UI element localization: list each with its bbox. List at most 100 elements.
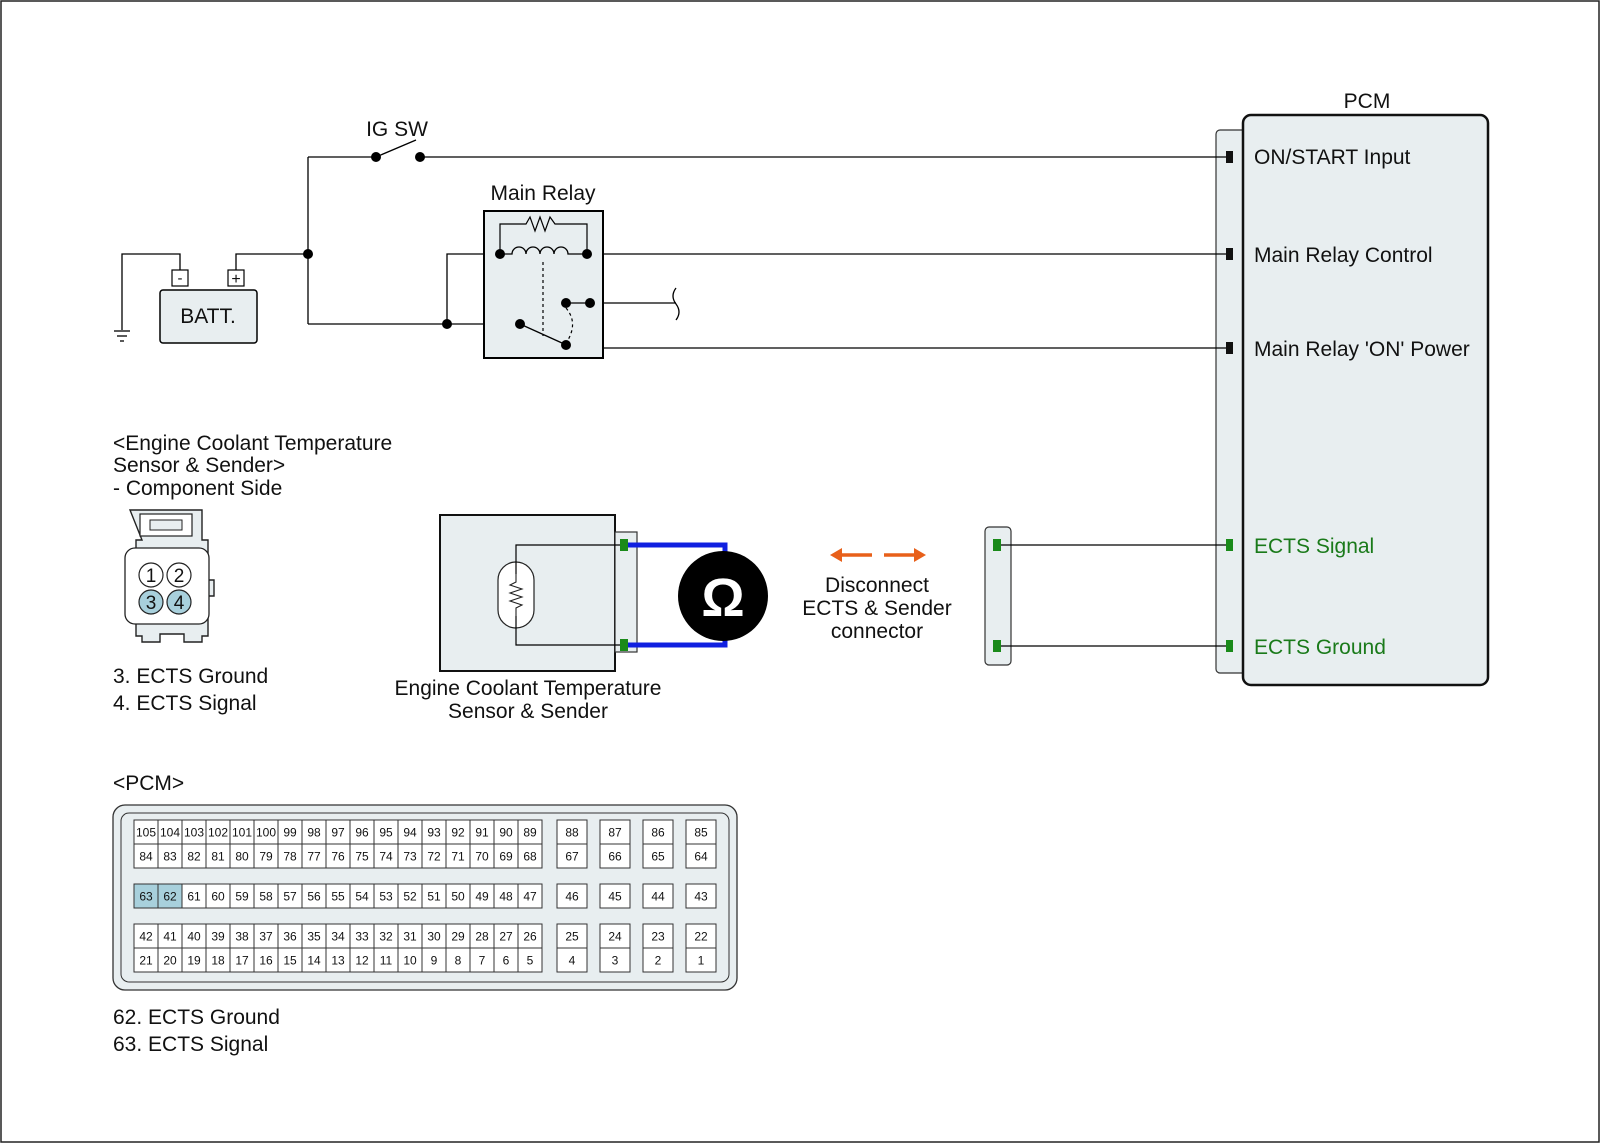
pcm-pin-label: 17	[235, 954, 249, 968]
pcm-pin-cell	[642, 843, 674, 869]
battery-negative-label: -	[178, 270, 183, 287]
pcm-pin-label: 87	[608, 826, 622, 840]
pcm-connector-title: <PCM>	[113, 772, 184, 795]
ects-connector-title-3: - Component Side	[113, 477, 282, 500]
pcm-pin-cell	[301, 819, 327, 845]
pcm-pin-label: 25	[565, 930, 579, 944]
pcm-pin-cell	[685, 883, 717, 909]
pcm-pin-label: 105	[136, 826, 156, 840]
pcm-pin-label: 91	[475, 826, 489, 840]
sensor-connector	[614, 531, 638, 653]
pcm-pin-cell	[493, 843, 519, 869]
pcm-box	[1241, 113, 1490, 687]
pcm-pin-cell	[157, 883, 183, 909]
ects-pin-4	[166, 589, 192, 615]
pcm-pin-cell	[253, 843, 279, 869]
pcm-pin-cell	[469, 843, 495, 869]
pcm-pin-label: 99	[283, 826, 297, 840]
sensor-pin-ground	[620, 639, 628, 651]
pcm-pin-label: 90	[499, 826, 513, 840]
pcm-pin-label: 77	[307, 850, 321, 864]
pcm-pin-label: 8	[455, 954, 462, 968]
pcm-pin-cell	[373, 819, 399, 845]
pcm-pin-label: 44	[651, 890, 665, 904]
pcm-pin-cell	[325, 947, 351, 973]
pcm-pin-label: 41	[163, 930, 177, 944]
ects-pin-label: 1	[146, 566, 157, 587]
ig-switch: IG SW	[366, 118, 428, 162]
wire-break-icon	[672, 287, 680, 321]
pcm-pin-cell	[349, 883, 375, 909]
pcm-pin-cell	[421, 923, 447, 949]
pcm-pin-label: 36	[283, 930, 297, 944]
relay-resistor	[499, 215, 588, 254]
pcm-pin-label: 65	[651, 850, 665, 864]
pcm-pin-cell	[556, 947, 588, 973]
pcm-pin-cell	[685, 843, 717, 869]
pcm-pin-label: 82	[187, 850, 201, 864]
pcm-pin-cell	[685, 947, 717, 973]
pcm-pin-label: 93	[427, 826, 441, 840]
pcm-pin-label: 16	[259, 954, 273, 968]
pcm-pin-cell	[205, 843, 231, 869]
pcm-pin-label: 5	[527, 954, 534, 968]
sensor-pin-signal	[620, 539, 628, 551]
pcm-pin-label: 68	[523, 850, 537, 864]
pcm-pin-label: 9	[431, 954, 438, 968]
pcm-pin-label: 28	[475, 930, 489, 944]
pcm-pin-label: 42	[139, 930, 153, 944]
main-relay: Main Relay	[483, 182, 604, 359]
pcm-pin-label: 26	[523, 930, 537, 944]
pcm-pin-label: 37	[259, 930, 273, 944]
ig-switch-label: IG SW	[366, 118, 428, 141]
arrow-left-icon	[830, 548, 842, 562]
pcm-pin-label: 103	[184, 826, 204, 840]
ects-legend-item: 4. ECTS Signal	[113, 692, 257, 715]
pcm-pin-label: 15	[283, 954, 297, 968]
pcm-pin-label: 6	[503, 954, 510, 968]
pcm-pin-label: 60	[211, 890, 225, 904]
battery-positive-wire	[235, 253, 308, 270]
pcm-label-ects-ground: ECTS Ground	[1254, 636, 1386, 659]
pcm-pin-cell	[556, 883, 588, 909]
junction-dot	[303, 249, 313, 259]
pcm-pin-label: 20	[163, 954, 177, 968]
pcm-connector-strip	[1215, 129, 1247, 674]
pcm-pin-cell	[517, 947, 543, 973]
pcm-pin-label: 67	[565, 850, 579, 864]
pcm-pin-cell	[181, 843, 207, 869]
pcm-pin-label: 24	[608, 930, 622, 944]
pcm-pin-cell	[445, 947, 471, 973]
pcm-pin-cell	[229, 947, 255, 973]
pcm-pin-cell	[642, 947, 674, 973]
ects-pin-label: 2	[174, 566, 185, 587]
pcm-pin-label: 84	[139, 850, 153, 864]
pcm-pin-cell	[421, 819, 447, 845]
pcm-pin-on-start	[1226, 151, 1233, 163]
pcm-pin-label: 55	[331, 890, 345, 904]
pcm-pin-cell	[373, 883, 399, 909]
sensor-label-2: Sensor & Sender	[448, 700, 608, 723]
ohmmeter-icon	[678, 551, 768, 641]
pcm-pin-label: 70	[475, 850, 489, 864]
pcm-pin-label: 34	[331, 930, 345, 944]
pcm-pin-cell	[253, 883, 279, 909]
ects-legend-item: 3. ECTS Ground	[113, 665, 268, 688]
pcm-pin-label: 101	[232, 826, 252, 840]
ects-connector-title-1: <Engine Coolant Temperature	[113, 432, 392, 455]
ground-wire	[121, 253, 181, 330]
pcm-pin-cell	[325, 843, 351, 869]
pcm-pin-cell	[599, 843, 631, 869]
pcm-pin-cell	[205, 883, 231, 909]
pcm-pin-label: 56	[307, 890, 321, 904]
ground-icon	[114, 330, 130, 342]
pcm-pin-label: 85	[694, 826, 708, 840]
pcm-pin-cell	[397, 947, 423, 973]
pcm-pin-label: 59	[235, 890, 249, 904]
pcm-pin-label: 46	[565, 890, 579, 904]
pcm-pin-label: 104	[160, 826, 180, 840]
pcm-pin-label: 19	[187, 954, 201, 968]
pcm-pin-cell	[205, 947, 231, 973]
pcm-pin-label: 23	[651, 930, 665, 944]
pcm-pin-label: 63	[139, 890, 153, 904]
